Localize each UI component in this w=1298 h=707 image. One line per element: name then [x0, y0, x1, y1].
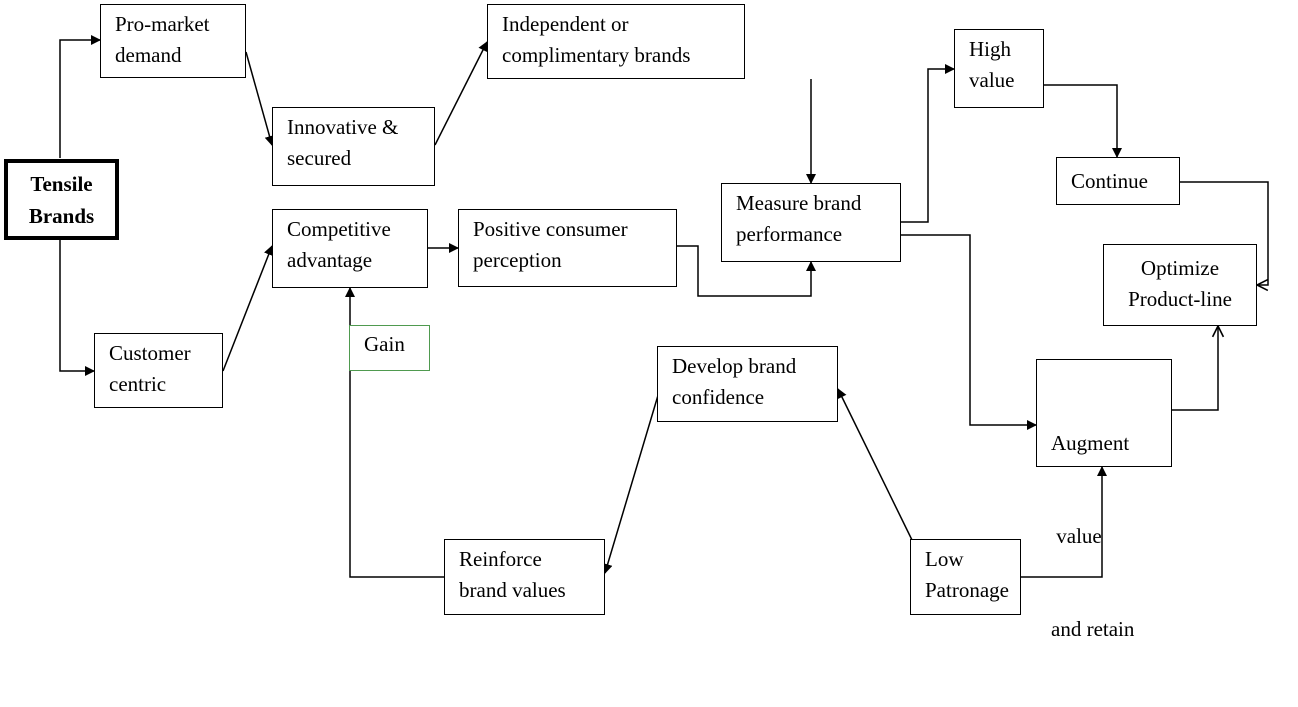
edge-tensile-to-customer — [59, 240, 95, 376]
node-pro-market-demand: Pro-market demand — [100, 4, 246, 78]
edge-highvalue-to-continue — [1044, 84, 1122, 158]
node-label-line: Continue — [1071, 169, 1148, 193]
node-label-line: Product-line — [1128, 287, 1232, 311]
node-innovative-secured: Innovative & secured — [272, 107, 435, 186]
node-label-line: value — [1051, 524, 1102, 548]
edge-innovative-to-independent — [434, 41, 488, 146]
node-tensile-brands: Tensile Brands — [4, 159, 119, 240]
node-label-line: Brands — [28, 204, 95, 228]
edge-reinforce-to-competitive — [345, 287, 444, 578]
flowchart-canvas: Tensile Brands Pro-market demand Innovat… — [4, 4, 1269, 641]
node-label-line: Reinforce — [459, 547, 542, 571]
edge-customer-to-competitive — [222, 245, 274, 372]
edge-continue-to-optimize — [1180, 181, 1269, 285]
node-customer-centric: Customer centric — [94, 333, 223, 408]
node-label-line: advantage — [287, 248, 373, 272]
node-label-line: Measure brand — [736, 191, 862, 215]
node-competitive-advantage: Competitive advantage — [272, 209, 428, 288]
node-label-line: performance — [736, 222, 843, 246]
edge-develop-to-reinforce — [602, 391, 660, 574]
node-label-line: Competitive — [287, 217, 391, 241]
node-reinforce-brand-values: Reinforce brand values — [444, 539, 605, 615]
node-label-line: Tensile — [30, 172, 93, 196]
node-develop-brand-confidence: Develop brand confidence — [657, 346, 838, 422]
node-label-line: Gain — [364, 332, 405, 356]
node-label-line: confidence — [672, 385, 765, 409]
node-label-line: Develop brand — [672, 354, 797, 378]
node-label-line: Augment — [1051, 431, 1130, 455]
node-positive-consumer-perception: Positive consumer perception — [458, 209, 677, 287]
node-label-line: Optimize — [1140, 256, 1220, 280]
node-label-line: High — [969, 37, 1011, 61]
node-low-patronage: Low Patronage — [910, 539, 1021, 615]
node-measure-brand-performance: Measure brand performance — [721, 183, 901, 262]
node-label-line: Positive consumer — [473, 217, 628, 241]
edge-tensile-to-promarket — [59, 35, 101, 158]
node-label-line: secured — [287, 146, 352, 170]
node-label-line: perception — [473, 248, 562, 272]
edge-positive-to-measure — [677, 245, 816, 297]
node-label-line: complimentary brands — [502, 43, 691, 67]
edge-promarket-to-innovative — [245, 51, 275, 146]
node-label-line: Patronage — [925, 578, 1009, 602]
node-independent-brands: Independent or complimentary brands — [487, 4, 745, 79]
edge-measure-to-highvalue — [901, 64, 955, 223]
node-label-line: centric — [109, 372, 167, 396]
edge-lowpatronage-to-augment — [1021, 466, 1107, 578]
node-label-line: brand values — [459, 578, 566, 602]
node-continue: Continue — [1056, 157, 1180, 205]
node-optimize-product-line: Optimize Product-line — [1103, 244, 1257, 326]
node-high-value: High value — [954, 29, 1044, 108]
node-label-line: value — [969, 68, 1015, 92]
node-label-line: Customer — [109, 341, 191, 365]
connector-layer — [59, 35, 1269, 578]
node-label-line: Independent or — [502, 12, 629, 36]
node-label-line: Innovative & — [287, 115, 399, 139]
node-augment-value-retain: Augment value and retain — [1036, 359, 1172, 641]
edge-measure-to-augment — [901, 234, 1037, 430]
label-gain: Gain — [349, 325, 430, 371]
edge-augment-to-optimize — [1172, 326, 1218, 411]
node-label-line: demand — [115, 43, 182, 67]
node-label-line: Pro-market — [115, 12, 210, 36]
edge-lowpatronage-to-develop — [837, 388, 913, 541]
node-label-line: Low — [925, 547, 964, 571]
